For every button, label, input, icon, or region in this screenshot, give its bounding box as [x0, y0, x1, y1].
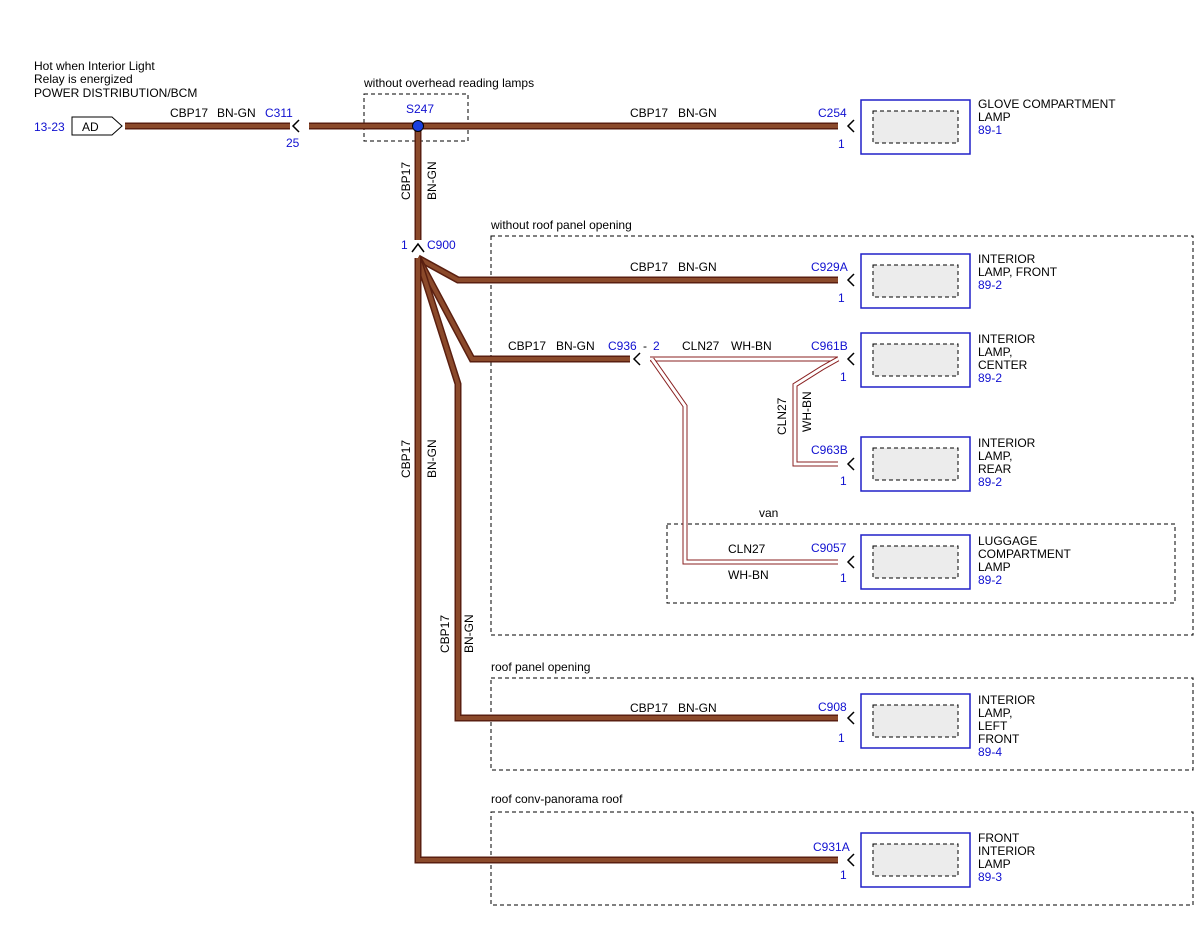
frontinterior-ref: 89-3	[978, 870, 1002, 884]
c931a-pin: 1	[840, 868, 847, 882]
c961b-pin: 1	[840, 370, 847, 384]
group-box-no-roof-panel	[490, 235, 1194, 636]
wire-label-bngn-c: BN-GN	[678, 260, 717, 274]
frontinterior-line1: FRONT	[978, 831, 1020, 845]
splice-s247	[412, 120, 424, 132]
leftfront-ref: 89-4	[978, 745, 1002, 759]
rear-line2: LAMP,	[978, 449, 1012, 463]
wire-label-cbp17-c: CBP17	[630, 260, 668, 274]
source-ref: 13-23	[34, 120, 65, 134]
c929a-pin: 1	[838, 291, 845, 305]
center-line3: CENTER	[978, 358, 1028, 372]
group-label-no-overhead: without overhead reading lamps	[363, 76, 534, 90]
luggage-line1: LUGGAGE	[978, 534, 1037, 548]
group-label-van: van	[759, 506, 778, 520]
c900-pin: 1	[401, 238, 408, 252]
source-label: AD	[82, 120, 99, 134]
front-line1: INTERIOR	[978, 252, 1036, 266]
component-glove-compartment-lamp: C254 1 GLOVE COMPARTMENT LAMP 89-1	[818, 97, 1116, 155]
c963b-label: C963B	[811, 443, 848, 457]
cln27-wires	[649, 356, 840, 565]
group-label-no-roof-panel: without roof panel opening	[490, 218, 632, 232]
c936-label: C936	[608, 339, 637, 353]
component-interior-lamp-center: C961B 1 INTERIOR LAMP, CENTER 89-2	[811, 332, 1036, 388]
wire-label-cbp17-d: CBP17	[508, 339, 546, 353]
c908-pin: 1	[838, 731, 845, 745]
leftfront-line2: LAMP,	[978, 706, 1012, 720]
center-ref: 89-2	[978, 371, 1002, 385]
c929a-label: C929A	[811, 260, 848, 274]
glove-line1: GLOVE COMPARTMENT	[978, 97, 1116, 111]
c311-label: C311	[265, 106, 293, 120]
c311-arrow-icon	[291, 119, 300, 133]
splice-s247-label: S247	[406, 102, 434, 116]
wire-label-bngn-a: BN-GN	[217, 106, 256, 120]
c9057-label: C9057	[811, 541, 847, 555]
c936-arrow-icon	[632, 352, 641, 366]
luggage-line2: COMPARTMENT	[978, 547, 1072, 561]
wire-label-cbp17-v1: CBP17	[399, 162, 413, 200]
wire-label-whbn-a: WH-BN	[731, 339, 772, 353]
hot-line-1: Hot when Interior Light	[34, 59, 155, 73]
wire-label-cbp17-e: CBP17	[630, 701, 668, 715]
wire-label-bngn-v3: BN-GN	[462, 614, 476, 653]
component-interior-lamp-left-front: C908 1 INTERIOR LAMP, LEFT FRONT 89-4	[818, 693, 1036, 759]
wire-label-cbp17-v2: CBP17	[399, 440, 413, 478]
wire-label-whbn-b: WH-BN	[728, 568, 769, 582]
component-front-interior-lamp: C931A 1 FRONT INTERIOR LAMP 89-3	[813, 831, 1036, 888]
component-interior-lamp-front: C929A 1 INTERIOR LAMP, FRONT 89-2	[811, 252, 1058, 309]
center-line1: INTERIOR	[978, 332, 1036, 346]
wire-label-cbp17-b: CBP17	[630, 106, 668, 120]
wire-label-bngn-v1: BN-GN	[425, 161, 439, 200]
leftfront-line3: LEFT	[978, 719, 1008, 733]
c254-pin: 1	[838, 137, 845, 151]
wire-label-bngn-e: BN-GN	[678, 701, 717, 715]
center-line2: LAMP,	[978, 345, 1012, 359]
c900-arrow-icon	[411, 242, 425, 253]
c311-pin: 25	[286, 136, 300, 150]
wire-label-cln27-a: CLN27	[682, 339, 720, 353]
component-interior-lamp-rear: C963B 1 INTERIOR LAMP, REAR 89-2	[811, 436, 1036, 492]
group-box-van	[666, 523, 1176, 604]
glove-ref: 89-1	[978, 123, 1002, 137]
rear-line1: INTERIOR	[978, 436, 1036, 450]
front-line2: LAMP, FRONT	[978, 265, 1058, 279]
leftfront-line4: FRONT	[978, 732, 1020, 746]
c900-label: C900	[427, 238, 456, 252]
c908-label: C908	[818, 700, 847, 714]
group-label-roof-conv: roof conv-panorama roof	[491, 792, 623, 806]
c9057-pin: 1	[840, 571, 847, 585]
leftfront-line1: INTERIOR	[978, 693, 1036, 707]
wire-label-cbp17-a: CBP17	[170, 106, 208, 120]
wire-label-whbn-v: WH-BN	[800, 391, 814, 432]
c254-label: C254	[818, 106, 847, 120]
group-box-roof-panel	[490, 677, 1194, 771]
c931a-label: C931A	[813, 840, 850, 854]
source-connector-shape	[71, 116, 123, 136]
rear-ref: 89-2	[978, 475, 1002, 489]
component-luggage-compartment-lamp: C9057 1 LUGGAGE COMPARTMENT LAMP 89-2	[811, 534, 1072, 590]
c961b-label: C961B	[811, 339, 848, 353]
luggage-ref: 89-2	[978, 573, 1002, 587]
glove-line2: LAMP	[978, 110, 1011, 124]
wire-label-bngn-d: BN-GN	[556, 339, 595, 353]
hot-line-3: POWER DISTRIBUTION/BCM	[34, 86, 197, 100]
wire-label-cln27-b: CLN27	[728, 542, 766, 556]
cbp17-wires	[125, 122, 838, 864]
wire-label-cbp17-v3: CBP17	[438, 615, 452, 653]
rear-line3: REAR	[978, 462, 1012, 476]
c936-pin: 2	[653, 339, 660, 353]
frontinterior-line3: LAMP	[978, 857, 1011, 871]
frontinterior-line2: INTERIOR	[978, 844, 1036, 858]
front-ref: 89-2	[978, 278, 1002, 292]
c963b-pin: 1	[840, 474, 847, 488]
hot-line-2: Relay is energized	[34, 72, 133, 86]
wire-label-bngn-v2: BN-GN	[425, 439, 439, 478]
wire-label-bngn-b: BN-GN	[678, 106, 717, 120]
c936-dash: -	[643, 339, 647, 353]
luggage-line3: LAMP	[978, 560, 1011, 574]
wire-label-cln27-v: CLN27	[775, 397, 789, 435]
group-label-roof-panel: roof panel opening	[491, 660, 590, 674]
